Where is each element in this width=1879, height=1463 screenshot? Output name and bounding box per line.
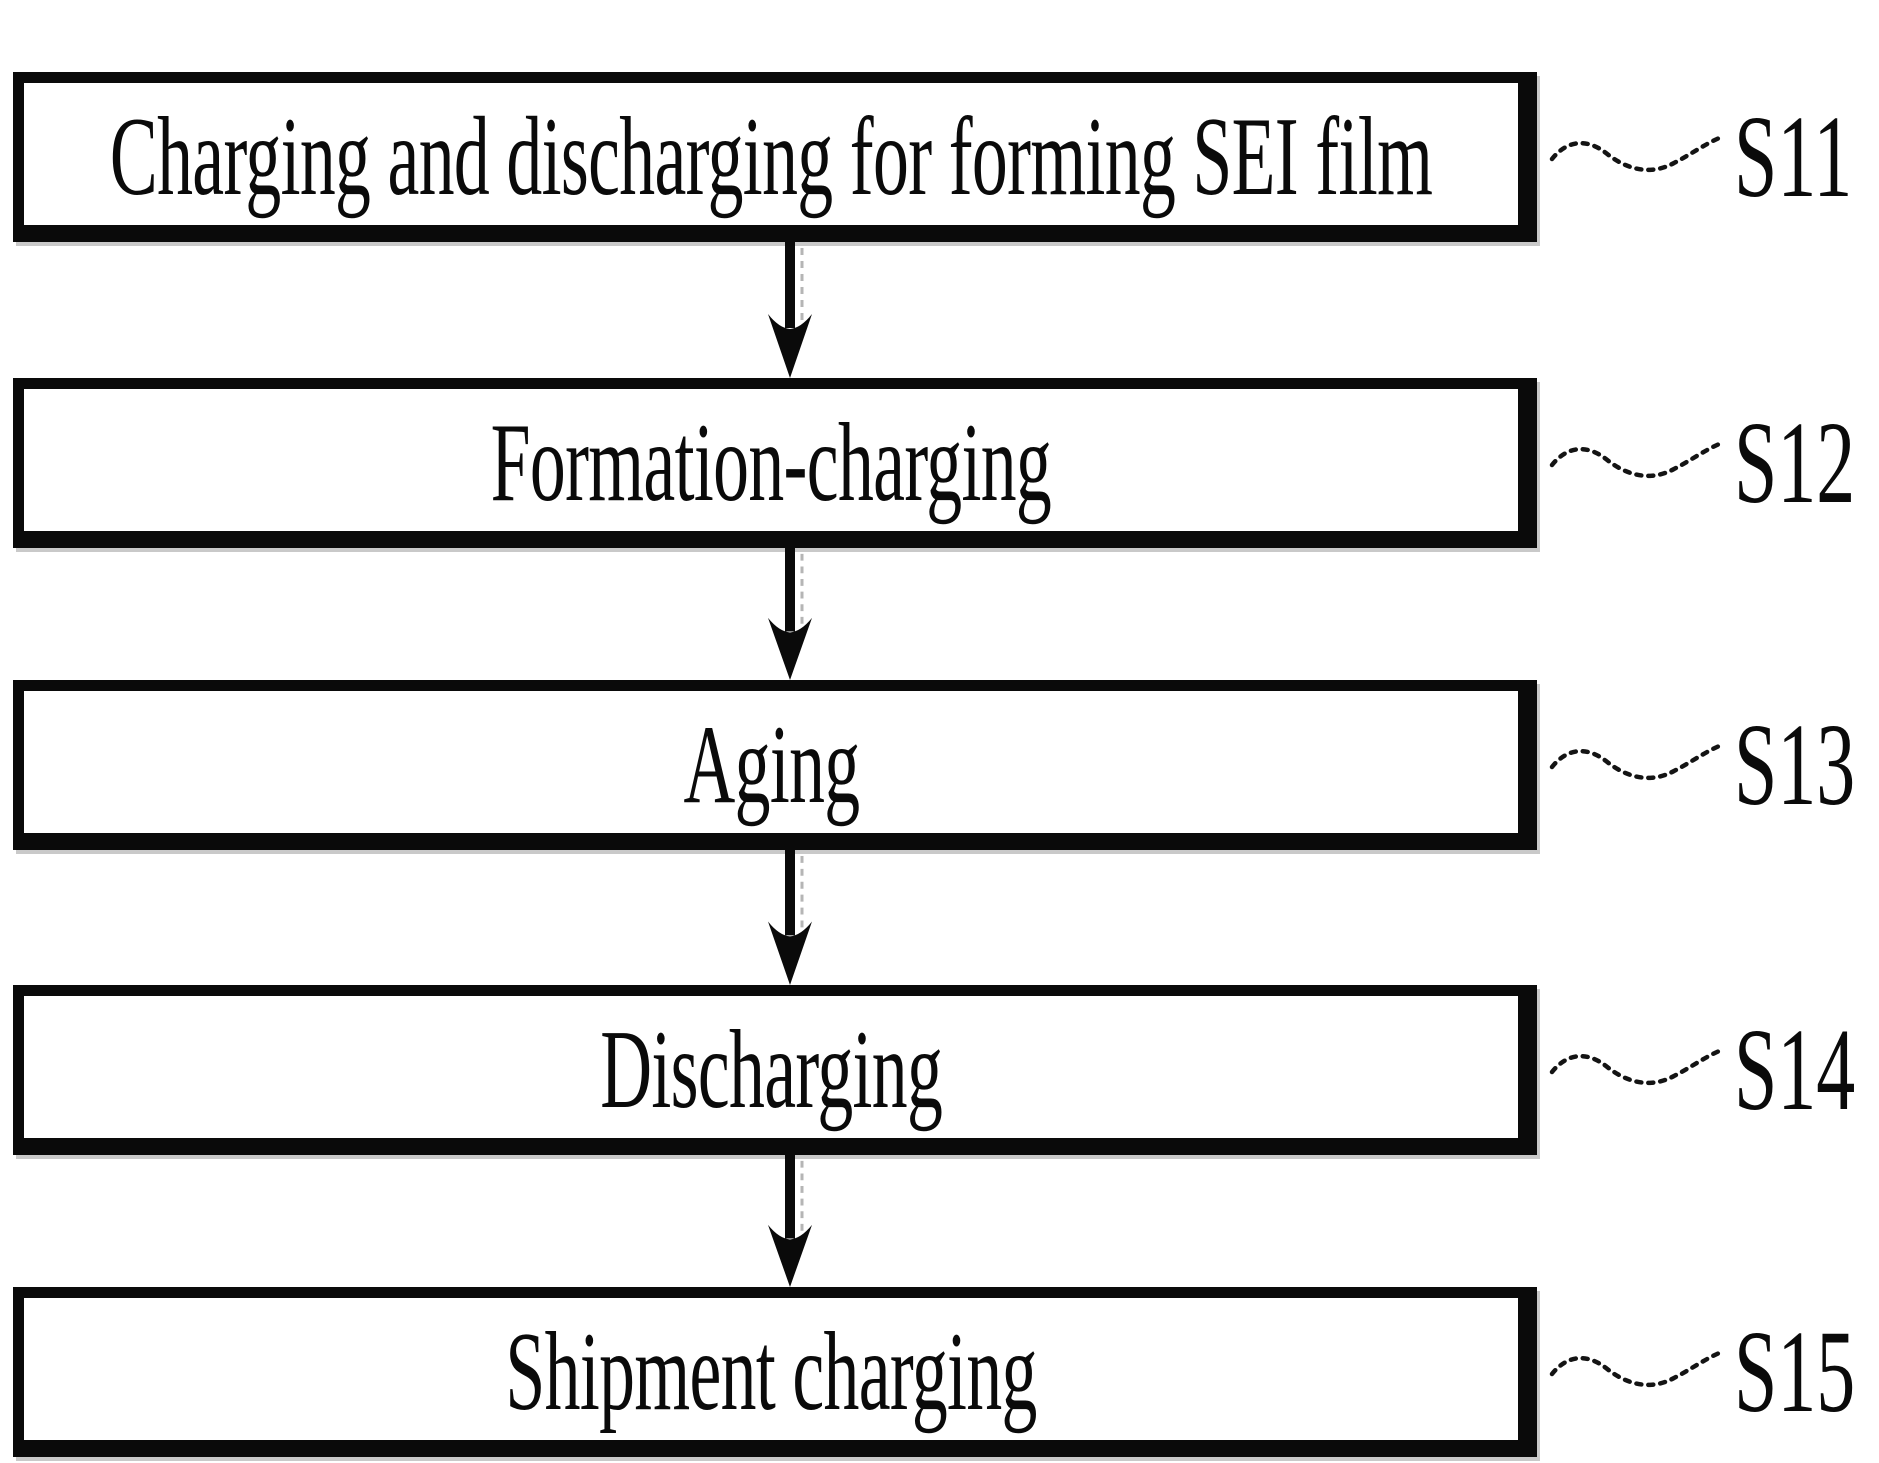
wavy-tilde-line: [1548, 117, 1730, 197]
process-box-formation-charging: Formation-charging: [13, 378, 1537, 548]
process-box-shipment-charging: Shipment charging: [13, 1287, 1537, 1457]
process-box-discharging: Discharging: [13, 985, 1537, 1155]
wavy-tilde-line: [1548, 1332, 1730, 1412]
process-box-label: Shipment charging: [505, 1310, 1037, 1434]
process-box-label: Aging: [683, 703, 860, 827]
arrow-down-icon: [758, 242, 822, 378]
wavy-tilde-line: [1548, 1030, 1730, 1110]
process-box-label: Charging and discharging for forming SEI…: [109, 95, 1433, 219]
step-id-label: S13: [1734, 699, 1856, 830]
process-box-sei-film: Charging and discharging for forming SEI…: [13, 72, 1537, 242]
arrow-down-icon: [758, 548, 822, 680]
wavy-tilde-line: [1548, 423, 1730, 503]
process-box-label: Formation-charging: [490, 401, 1052, 525]
step-id-label: S14: [1734, 1004, 1856, 1135]
step-id-label: S12: [1734, 397, 1856, 528]
process-box-aging: Aging: [13, 680, 1537, 850]
arrow-down-icon: [758, 850, 822, 985]
wavy-tilde-line: [1548, 725, 1730, 805]
step-id-label: S15: [1734, 1306, 1856, 1437]
arrow-down-icon: [758, 1155, 822, 1287]
step-id-label: S11: [1734, 91, 1853, 222]
process-box-label: Discharging: [599, 1008, 943, 1132]
